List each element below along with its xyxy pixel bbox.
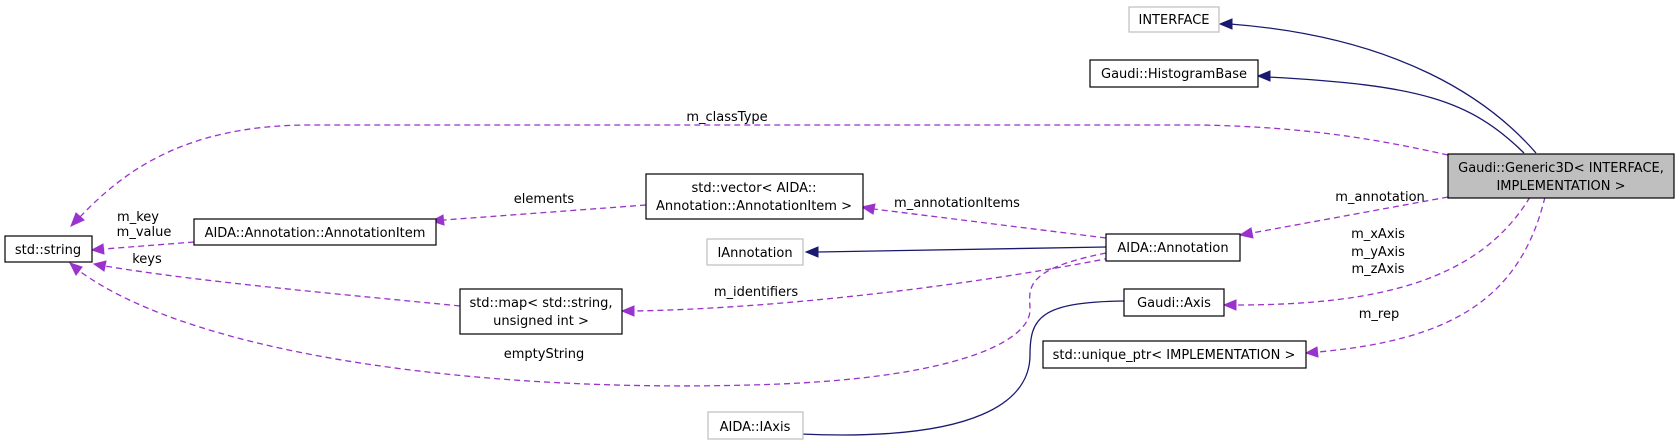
arrowhead-m-axes: [1222, 299, 1237, 311]
node-generic3d-label-line1: Gaudi::Generic3D< INTERFACE,: [1458, 161, 1664, 176]
arrowhead-iannotation: [804, 246, 819, 258]
label-elements: elements: [514, 192, 575, 207]
edge-keys: [104, 265, 461, 307]
node-aida-annotation[interactable]: AIDA::Annotation: [1105, 233, 1241, 262]
edge-m-annotationItems: [873, 208, 1107, 239]
arrowhead-m-rep: [1304, 346, 1319, 358]
arrowhead-m-annotation: [1238, 227, 1254, 239]
node-std-vector[interactable]: std::vector< AIDA:: Annotation::Annotati…: [645, 173, 864, 220]
node-interface[interactable]: INTERFACE: [1128, 6, 1220, 33]
label-keys: keys: [132, 252, 162, 267]
arrowhead-elements: [430, 214, 445, 226]
edge-elements: [443, 204, 647, 221]
label-m-xAxis: m_xAxis: [1351, 227, 1405, 242]
node-std-string[interactable]: std::string: [4, 235, 93, 263]
node-histogram-base-label: Gaudi::HistogramBase: [1101, 67, 1247, 82]
edge-m-identifiers: [633, 257, 1111, 312]
edge-m-axes: [1235, 196, 1531, 306]
edge-inherit-histogram-base: [1267, 76, 1525, 154]
arrowhead-emptyString: [69, 262, 83, 276]
node-std-string-label: std::string: [15, 243, 81, 258]
label-m-annotation: m_annotation: [1335, 190, 1425, 205]
node-gaudi-axis-label: Gaudi::Axis: [1137, 296, 1211, 311]
arrowhead-m-classType: [70, 212, 85, 227]
label-m-value: m_value: [117, 225, 172, 240]
node-std-vector-label-line1: std::vector< AIDA::: [691, 181, 816, 196]
edge-emptyString: [77, 252, 1107, 387]
arrowhead-m-identifiers: [620, 305, 635, 317]
edge-m-classType: [77, 124, 1449, 220]
arrowhead-histogram-base: [1256, 70, 1271, 82]
node-aida-annotation-label: AIDA::Annotation: [1117, 241, 1228, 256]
node-unique-ptr-label: std::unique_ptr< IMPLEMENTATION >: [1053, 348, 1296, 363]
edge-inherit-interface: [1229, 23, 1537, 154]
edge-m-key-m-value: [103, 241, 195, 250]
edge-inherit-iaxis: [799, 300, 1125, 436]
edge-inherit-iannotation: [817, 246, 1107, 253]
node-histogram-base[interactable]: Gaudi::HistogramBase: [1089, 59, 1259, 88]
label-m-key: m_key: [117, 210, 159, 225]
node-generic3d[interactable]: Gaudi::Generic3D< INTERFACE, IMPLEMENTAT…: [1447, 153, 1675, 199]
label-m-rep: m_rep: [1359, 307, 1399, 322]
arrowhead-m-annotationItems: [860, 203, 876, 215]
node-std-map-label-line2: unsigned int >: [493, 314, 589, 329]
label-m-zAxis: m_zAxis: [1352, 262, 1405, 277]
label-m-identifiers: m_identifiers: [714, 285, 799, 300]
node-std-map[interactable]: std::map< std::string, unsigned int >: [459, 288, 623, 335]
node-annotation-item[interactable]: AIDA::Annotation::AnnotationItem: [193, 218, 437, 246]
edge-m-annotation: [1251, 196, 1449, 234]
node-unique-ptr[interactable]: std::unique_ptr< IMPLEMENTATION >: [1042, 340, 1307, 369]
label-m-classType: m_classType: [686, 110, 767, 125]
arrowhead-keys: [92, 260, 107, 272]
node-iannotation-label: IAnnotation: [717, 246, 792, 261]
arrowhead-interface: [1218, 18, 1233, 30]
node-iaxis-label: AIDA::IAxis: [720, 420, 791, 435]
label-m-annotationItems: m_annotationItems: [894, 196, 1020, 211]
node-std-map-label-line1: std::map< std::string,: [469, 296, 612, 311]
node-iannotation[interactable]: IAnnotation: [706, 238, 804, 266]
node-gaudi-axis[interactable]: Gaudi::Axis: [1123, 288, 1225, 317]
label-m-yAxis: m_yAxis: [1351, 245, 1405, 260]
arrowhead-m-key-m-value: [90, 243, 105, 255]
node-generic3d-label-line2: IMPLEMENTATION >: [1496, 179, 1625, 194]
label-emptyString: emptyString: [504, 347, 585, 362]
node-std-vector-label-line2: Annotation::AnnotationItem >: [656, 199, 852, 214]
node-iaxis[interactable]: AIDA::IAxis: [707, 411, 804, 440]
node-interface-label: INTERFACE: [1139, 13, 1210, 28]
node-annotation-item-label: AIDA::Annotation::AnnotationItem: [205, 226, 426, 241]
